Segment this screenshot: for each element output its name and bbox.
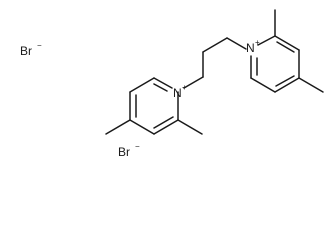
structure-canvas: Br − Br − N + <box>20 9 324 159</box>
bond-c2-c3-right <box>274 35 300 51</box>
bond-c5-c6 <box>129 77 155 93</box>
linker-bond-1 <box>183 76 204 89</box>
methyl-bond-c4-right <box>298 77 324 93</box>
molecule-diagram: Br − Br − N + <box>20 9 324 159</box>
bromide-ion-2: Br − <box>118 142 140 159</box>
bromide-2-charge: − <box>135 142 140 151</box>
linker-bond-3 <box>202 37 228 53</box>
bond-c5-c6-right <box>250 77 276 93</box>
bond-c3-c4 <box>129 119 155 135</box>
bond-c6-n1 <box>153 77 173 89</box>
double-bond-c2-c3-right <box>276 41 295 53</box>
left-nitrogen-symbol: N <box>173 86 182 100</box>
right-nitrogen-charge: + <box>255 38 260 47</box>
double-bond-c4-c5-right <box>275 75 295 87</box>
bromide-1-charge: − <box>37 41 42 50</box>
methyl-bond-c2 <box>177 119 203 135</box>
double-bond-c6-n1 <box>153 83 168 92</box>
linker-bond-4 <box>226 37 247 50</box>
bond-c2-c3 <box>153 119 179 135</box>
bromide-ion-1: Br − <box>20 41 42 58</box>
right-nitrogen-symbol: N <box>246 41 255 55</box>
methyl-bond-c4 <box>105 119 131 135</box>
bromide-2-symbol: Br <box>118 145 130 159</box>
bond-n1-c2-right <box>257 35 276 46</box>
bromide-1-symbol: Br <box>20 44 32 58</box>
bond-c4-c5-right <box>274 77 300 93</box>
double-bond-c2-c3 <box>153 116 174 129</box>
propyl-linker <box>183 37 247 89</box>
right-pyridinium-ring: N + <box>246 9 324 93</box>
